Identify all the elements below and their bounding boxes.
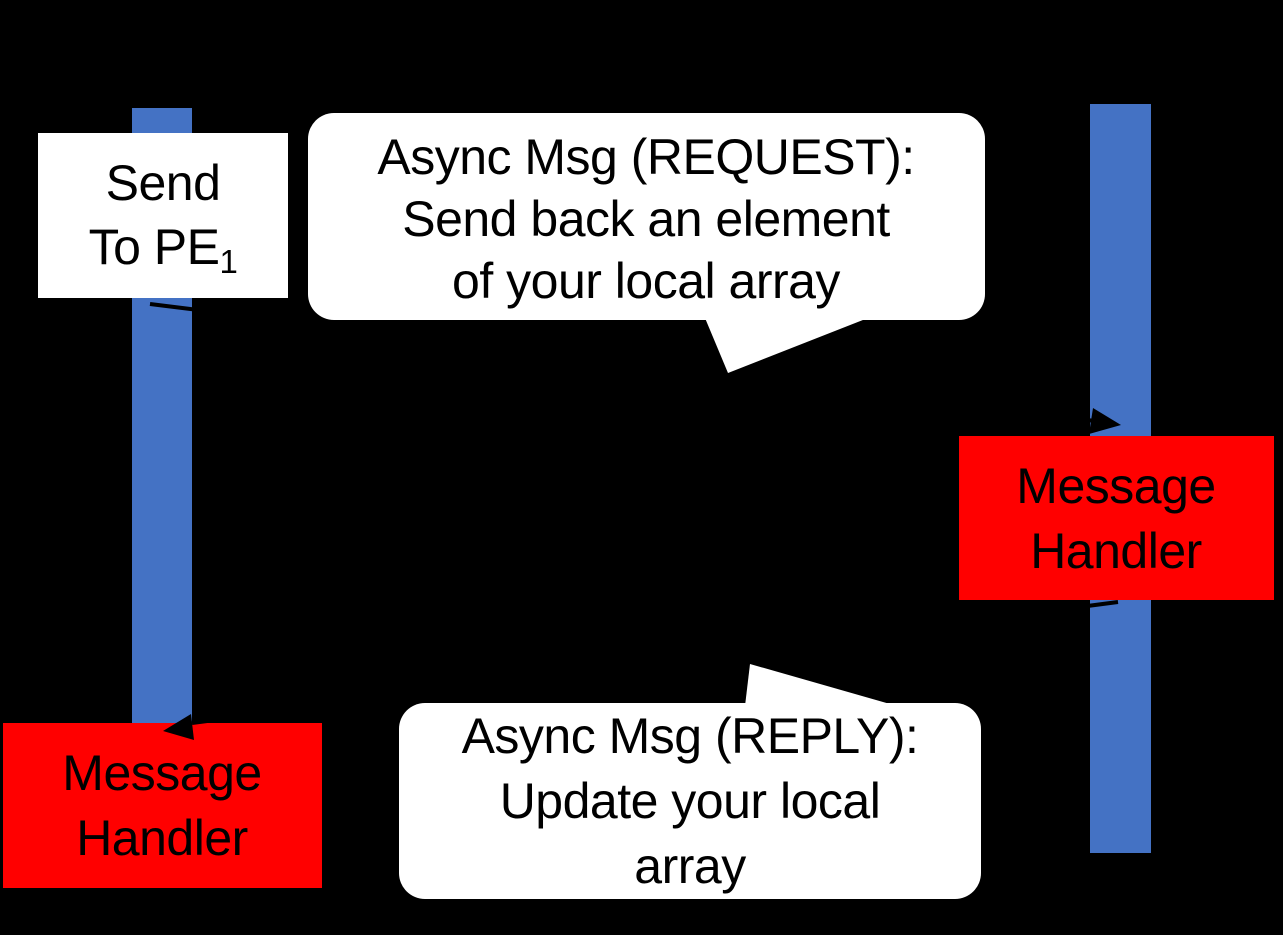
request-bubble-line3: of your local array [452, 253, 840, 309]
reply-arrowhead-icon [163, 714, 194, 740]
message-handler-left-line1: Message [62, 745, 261, 801]
message-handler-box-left: Message Handler [3, 723, 322, 888]
request-speech-bubble: Async Msg (REQUEST): Send back an elemen… [308, 113, 985, 373]
reply-arrow [163, 600, 1119, 740]
reply-bubble-body [399, 703, 981, 899]
message-handler-right-body [959, 436, 1274, 600]
request-bubble-tail [705, 318, 868, 373]
reply-bubble-line3: array [634, 838, 746, 894]
request-arrow [149, 302, 1121, 434]
request-bubble-body [308, 113, 985, 320]
request-arrow-line [149, 302, 1096, 423]
reply-speech-bubble: Async Msg (REPLY): Update your local arr… [399, 664, 981, 899]
message-handler-left-body [3, 723, 322, 888]
message-handler-right-line1: Message [1016, 458, 1215, 514]
request-arrowhead-icon [1089, 408, 1121, 434]
request-bubble-line1: Async Msg (REQUEST): [377, 129, 914, 185]
reply-bubble-line2: Update your local [500, 773, 881, 829]
reply-arrow-line [191, 600, 1119, 725]
send-to-pe-box-body [38, 133, 288, 298]
message-handler-right-line2: Handler [1030, 523, 1202, 579]
message-handler-left-line2: Handler [76, 810, 248, 866]
send-to-pe-box-line2-main: To PE [89, 219, 220, 275]
reply-bubble-tail [745, 664, 897, 706]
send-to-pe-box-line2: To PE1 [89, 219, 238, 280]
send-to-pe-box-line1: Send [106, 155, 221, 211]
send-to-pe-box-line2-subscript: 1 [220, 243, 238, 280]
reply-bubble-line1: Async Msg (REPLY): [462, 708, 919, 764]
message-handler-box-right: Message Handler [959, 436, 1274, 600]
request-bubble-line2: Send back an element [402, 191, 890, 247]
send-to-pe-box: Send To PE1 [38, 133, 288, 298]
